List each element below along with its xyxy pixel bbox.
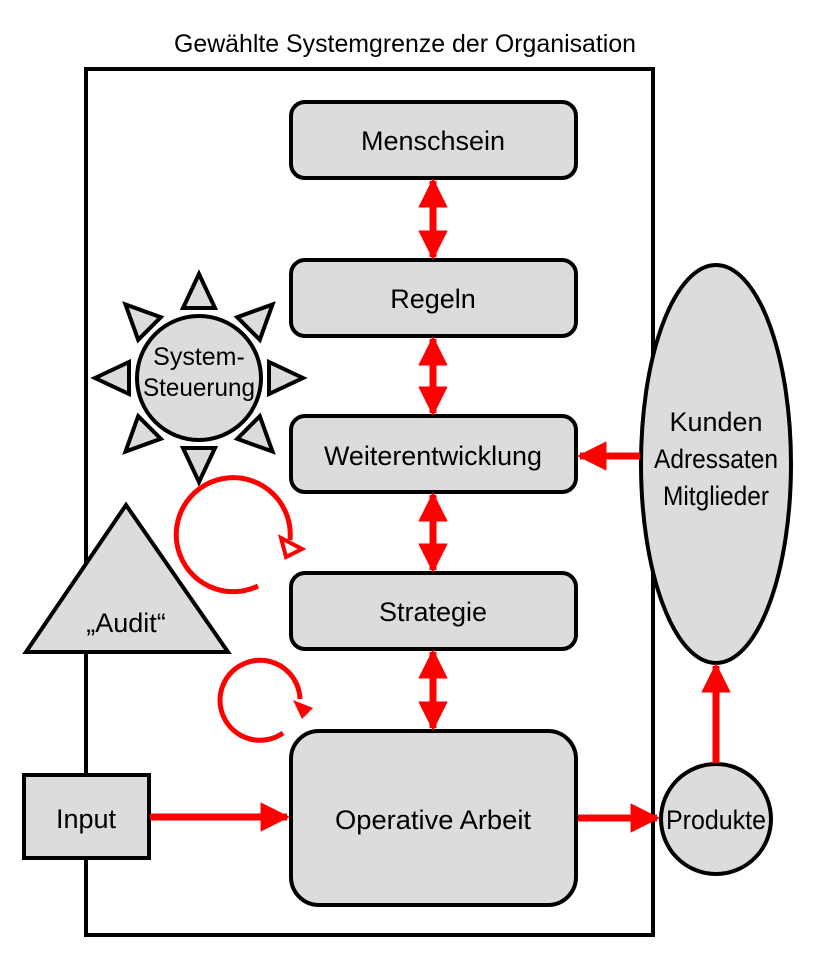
box-menschsein: Menschsein [289, 100, 578, 180]
produkte-circle-shape [659, 762, 773, 876]
cycle-arrow-large [173, 475, 293, 595]
sun-ray-triangle [179, 446, 219, 487]
box-regeln-shape [289, 258, 578, 338]
produkte-label: Produkte [666, 805, 766, 835]
input-label: Input [56, 804, 117, 834]
box-weiterentwicklung: Weiterentwicklung [289, 414, 578, 494]
system-steuerung-sun: System- Steuerung [90, 269, 308, 487]
audit-triangle: „Audit“ [22, 501, 232, 654]
sun-ray-triangle [122, 412, 165, 455]
system-steuerung-circle [135, 314, 263, 442]
cycle-arrow-small-head [293, 700, 313, 719]
cycle-arrow-small [217, 657, 303, 743]
audit-triangle-shape [22, 501, 232, 654]
box-weiterentwicklung-shape [289, 414, 578, 494]
box-strategie-shape [289, 571, 578, 651]
sun-ray-triangle [179, 269, 219, 310]
sun-ray-triangle [233, 412, 276, 455]
box-regeln-label: Regeln [390, 284, 476, 314]
input-box-shape [22, 773, 151, 860]
box-menschsein-shape [289, 100, 578, 180]
sun-ray-triangle [233, 301, 276, 344]
box-strategie: Strategie [289, 571, 578, 651]
kunden-ellipse-shape [639, 263, 793, 665]
diagram-title: Gewählte Systemgrenze der Organisation [174, 30, 636, 58]
kunden-line2: Adressaten [654, 444, 778, 474]
sun-rays [90, 269, 308, 487]
kunden-line3: Mitglieder [663, 481, 769, 511]
box-operative-arbeit: Operative Arbeit [289, 729, 578, 907]
box-operative-arbeit-label: Operative Arbeit [335, 805, 531, 835]
system-steuerung-line1: System- [153, 343, 245, 371]
system-steuerung-line2: Steuerung [143, 374, 255, 402]
produkte-circle: Produkte [659, 762, 773, 876]
cycle-arrow-large-head [277, 534, 307, 560]
box-menschsein-label: Menschsein [361, 126, 505, 156]
kunden-line1: Kunden [669, 407, 762, 437]
sun-ray-triangle [267, 358, 308, 398]
box-weiterentwicklung-label: Weiterentwicklung [324, 441, 542, 471]
box-strategie-label: Strategie [379, 597, 487, 627]
sun-ray-triangle [122, 301, 165, 344]
kunden-ellipse: Kunden Adressaten Mitglieder [639, 263, 793, 665]
box-operative-arbeit-shape [289, 729, 578, 907]
box-regeln: Regeln [289, 258, 578, 338]
audit-label: „Audit“ [86, 608, 166, 638]
input-box: Input [22, 773, 151, 860]
sun-ray-triangle [90, 358, 131, 398]
